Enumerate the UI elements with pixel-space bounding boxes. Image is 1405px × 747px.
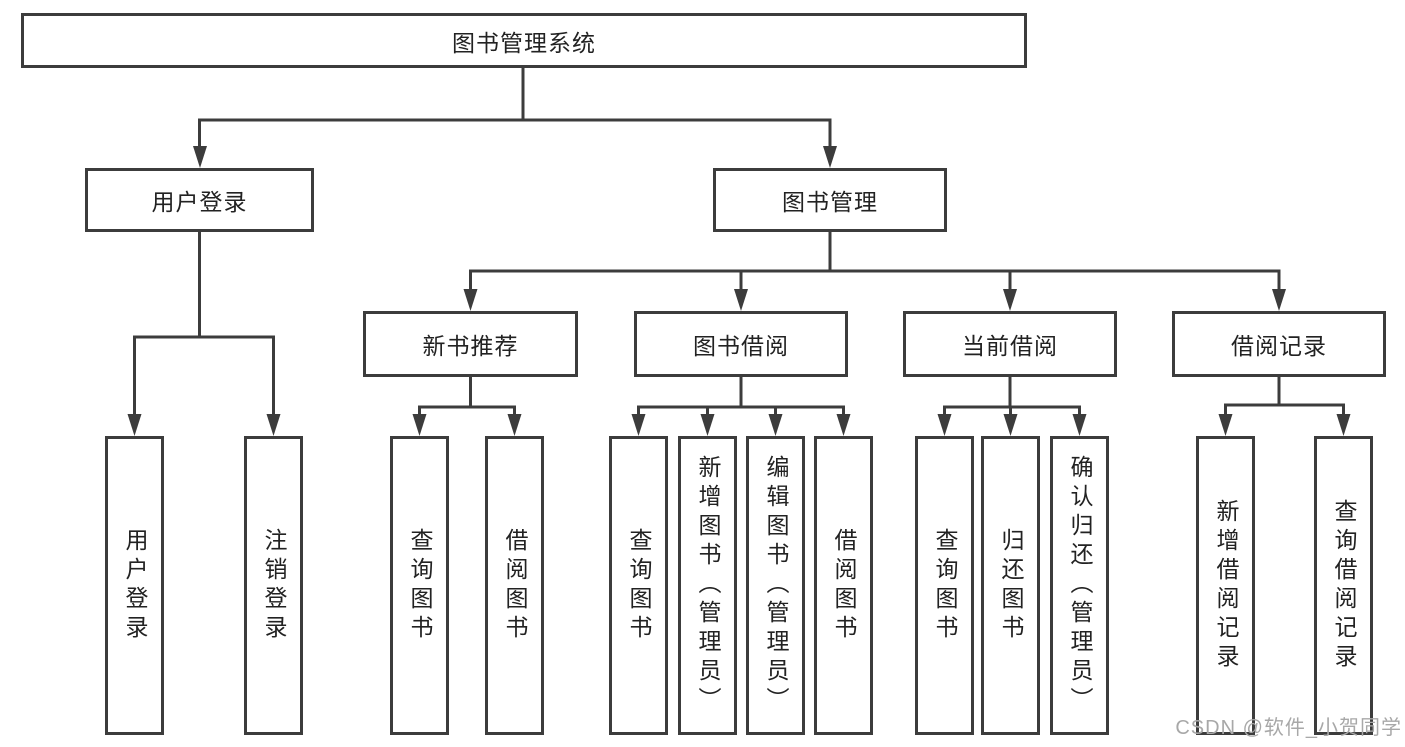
leaf-recommend-borrow-book: 借阅图书 [485, 436, 544, 735]
connector-user-login-split [133, 232, 275, 418]
leaf-add-borrow-record: 新增借阅记录 [1196, 436, 1255, 735]
leaf-confirm-return-admin: 确认归还（管理员） [1050, 436, 1109, 735]
leaf-borrow-query-book-label: 查询图书 [626, 527, 652, 644]
node-book-borrow-label: 图书借阅 [693, 333, 789, 359]
leaf-add-book-admin-label: 新增图书（管理员） [695, 455, 721, 716]
leaf-edit-book-admin: 编辑图书（管理员） [746, 436, 805, 735]
leaf-recommend-query-book-label: 查询图书 [407, 527, 433, 644]
node-new-book-recommend-label: 新书推荐 [422, 333, 519, 359]
leaf-add-borrow-record-label: 新增借阅记录 [1213, 498, 1239, 673]
node-library-system-label: 图书管理系统 [452, 29, 596, 56]
csdn-watermark: CSDN @软件_小贺同学 [1175, 717, 1402, 739]
leaf-borrow-book-label: 借阅图书 [831, 527, 857, 644]
leaf-confirm-return-admin-label: 确认归还（管理员） [1067, 455, 1093, 716]
node-book-management-module-label: 图书管理 [782, 189, 878, 215]
connector-borrow-record-split [1224, 377, 1345, 418]
node-new-book-recommend: 新书推荐 [363, 311, 578, 377]
node-user-login-module: 用户登录 [85, 168, 314, 232]
leaf-add-book-admin: 新增图书（管理员） [678, 436, 737, 735]
node-book-borrow: 图书借阅 [634, 311, 848, 377]
leaf-logout-label: 注销登录 [261, 527, 287, 644]
leaf-current-query-book: 查询图书 [915, 436, 974, 735]
leaf-query-borrow-record-label: 查询借阅记录 [1331, 498, 1357, 673]
leaf-logout: 注销登录 [244, 436, 303, 735]
leaf-current-query-book-label: 查询图书 [932, 527, 958, 644]
node-borrow-record-label: 借阅记录 [1231, 333, 1327, 359]
node-current-borrow: 当前借阅 [903, 311, 1117, 377]
leaf-recommend-query-book: 查询图书 [390, 436, 449, 735]
leaf-recommend-borrow-book-label: 借阅图书 [502, 527, 528, 644]
connector-current-borrow-split [943, 377, 1081, 418]
leaf-borrow-book: 借阅图书 [814, 436, 873, 735]
arrowheads [127, 146, 1351, 436]
connector-root-split [198, 68, 832, 150]
node-user-login-module-label: 用户登录 [151, 189, 248, 215]
connector-book-mgmt-split [469, 232, 1281, 293]
node-book-management-module: 图书管理 [713, 168, 947, 232]
leaf-user-login-label: 用户登录 [122, 527, 148, 644]
node-borrow-record: 借阅记录 [1172, 311, 1386, 377]
leaf-query-borrow-record: 查询借阅记录 [1314, 436, 1373, 735]
leaf-borrow-query-book: 查询图书 [609, 436, 668, 735]
connector-new-book-split [418, 377, 516, 418]
leaf-edit-book-admin-label: 编辑图书（管理员） [763, 455, 789, 716]
connector-book-borrow-split [637, 377, 845, 418]
leaf-return-book-label: 归还图书 [998, 527, 1024, 644]
node-current-borrow-label: 当前借阅 [962, 333, 1058, 359]
leaf-return-book: 归还图书 [981, 436, 1040, 735]
leaf-user-login: 用户登录 [105, 436, 164, 735]
node-library-system: 图书管理系统 [21, 13, 1027, 68]
